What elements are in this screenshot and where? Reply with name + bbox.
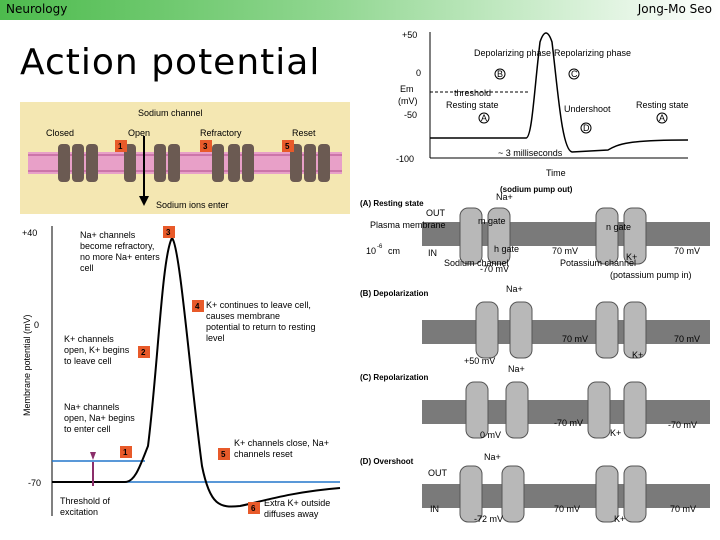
- state-open: Open: [128, 128, 150, 138]
- course-label: Neurology: [6, 2, 68, 16]
- svg-text:-6: -6: [377, 244, 383, 250]
- svg-text:(D) Overshoot: (D) Overshoot: [360, 457, 414, 466]
- svg-text:1: 1: [123, 448, 128, 457]
- svg-text:Repolarizing phase: Repolarizing phase: [554, 48, 631, 58]
- sodium-enter-caption: Sodium ions enter: [156, 200, 229, 210]
- svg-text:Resting state: Resting state: [636, 100, 689, 110]
- svg-text:(mV): (mV): [398, 96, 418, 106]
- svg-text:2: 2: [141, 348, 146, 357]
- step-3: 3: [203, 142, 208, 151]
- channel-reset: [290, 144, 330, 182]
- svg-text:-72 mV: -72 mV: [474, 514, 503, 524]
- step-1: 1: [118, 142, 123, 151]
- svg-text:m gate: m gate: [478, 216, 506, 226]
- svg-text:cm: cm: [388, 246, 400, 256]
- svg-text:3: 3: [166, 228, 171, 237]
- svg-text:threshold: threshold: [454, 88, 491, 98]
- svg-text:Na+: Na+: [496, 192, 513, 202]
- note-5: K+ channels close, Na+ channels reset: [234, 438, 330, 459]
- svg-text:K+: K+: [614, 514, 625, 524]
- channel-open: [124, 144, 180, 182]
- svg-text:70 mV: 70 mV: [674, 246, 700, 256]
- svg-text:-70 mV: -70 mV: [480, 264, 509, 274]
- svg-text:IN: IN: [428, 248, 437, 258]
- tick-0: 0: [34, 320, 39, 330]
- svg-text:Em: Em: [400, 84, 414, 94]
- svg-text:-70 mV: -70 mV: [668, 420, 697, 430]
- svg-text:D: D: [583, 123, 590, 133]
- author-label: Jong-Mo Seo: [637, 2, 712, 16]
- svg-text:C: C: [571, 69, 578, 79]
- svg-text:-100: -100: [396, 154, 414, 164]
- svg-text:OUT: OUT: [426, 208, 446, 218]
- note-3: Na+ channels become refractory, no more …: [80, 230, 160, 273]
- svg-text:Na+: Na+: [506, 284, 523, 294]
- svg-text:10: 10: [366, 246, 376, 256]
- tick-plus40: +40: [22, 228, 37, 238]
- svg-text:Depolarizing phase: Depolarizing phase: [474, 48, 551, 58]
- membrane-band: [28, 152, 342, 174]
- note-2: K+ channels open, K+ begins to leave cel…: [64, 334, 130, 366]
- note-4: K+ continues to leave cell, causes membr…: [206, 300, 316, 343]
- svg-text:4: 4: [195, 302, 200, 311]
- svg-text:A: A: [659, 113, 665, 123]
- step-5: 5: [285, 142, 290, 151]
- svg-text:70 mV: 70 mV: [552, 246, 578, 256]
- action-potential-graph: +40 0 -70 Membrane potential (mV) 3 Na+ …: [20, 216, 350, 524]
- state-closed: Closed: [46, 128, 74, 138]
- svg-text:IN: IN: [430, 504, 439, 514]
- svg-text:70 mV: 70 mV: [562, 334, 588, 344]
- svg-text:(potassium pump in): (potassium pump in): [610, 270, 692, 280]
- svg-text:K+: K+: [626, 252, 637, 262]
- svg-text:B: B: [497, 69, 503, 79]
- svg-text:Time: Time: [546, 168, 566, 178]
- svg-text:-70 mV: -70 mV: [554, 418, 583, 428]
- svg-text:Resting state: Resting state: [446, 100, 499, 110]
- slide-title: Action potential: [20, 42, 321, 83]
- phase-graph: +50 0 -50 -100 Em (mV) Depolarizing phas…: [368, 22, 710, 184]
- svg-text:Na+: Na+: [508, 364, 525, 374]
- channel-panel-title: Sodium channel: [138, 108, 203, 118]
- state-reset: Reset: [292, 128, 316, 138]
- state-refractory: Refractory: [200, 128, 242, 138]
- note-threshold: Threshold of excitation: [60, 496, 111, 517]
- svg-text:K+: K+: [610, 428, 621, 438]
- svg-text:Na+: Na+: [484, 452, 501, 462]
- svg-text:(C) Repolarization: (C) Repolarization: [360, 373, 429, 382]
- note-1: Na+ channels open, Na+ begins to enter c…: [64, 402, 135, 434]
- svg-text:+50: +50: [402, 30, 417, 40]
- header-bar: Neurology Jong-Mo Seo: [0, 0, 720, 20]
- svg-text:+50 mV: +50 mV: [464, 356, 495, 366]
- svg-text:-50: -50: [404, 110, 417, 120]
- channel-closed: [58, 144, 98, 182]
- svg-text:70 mV: 70 mV: [670, 504, 696, 514]
- svg-text:Potassium channel: Potassium channel: [560, 258, 636, 268]
- svg-text:6: 6: [251, 504, 256, 513]
- svg-text:h gate: h gate: [494, 244, 519, 254]
- phase-curve: [430, 32, 689, 153]
- svg-text:Undershoot: Undershoot: [564, 104, 611, 114]
- y-axis-label: Membrane potential (mV): [22, 314, 32, 416]
- svg-text:(sodium pump out): (sodium pump out): [500, 186, 573, 194]
- svg-text:(A) Resting state: (A) Resting state: [360, 199, 424, 208]
- ap-curve: [52, 236, 341, 508]
- svg-text:K+: K+: [632, 350, 643, 360]
- svg-text:n gate: n gate: [606, 222, 631, 232]
- svg-text:0: 0: [416, 68, 421, 78]
- svg-text:~ 3 milliseconds: ~ 3 milliseconds: [498, 148, 563, 158]
- svg-text:Plasma membrane: Plasma membrane: [370, 220, 446, 230]
- note-6: Extra K+ outside diffuses away: [264, 498, 331, 519]
- svg-text:70 mV: 70 mV: [554, 504, 580, 514]
- tick-minus70: -70: [28, 478, 41, 488]
- svg-text:(B) Depolarization: (B) Depolarization: [360, 289, 429, 298]
- svg-text:A: A: [481, 113, 487, 123]
- sodium-channel-figure: Sodium channel Closed Open Refractory Re…: [20, 102, 350, 214]
- svg-text:OUT: OUT: [428, 468, 448, 478]
- svg-text:70 mV: 70 mV: [674, 334, 700, 344]
- channel-refractory: [212, 144, 254, 182]
- svg-text:0 mV: 0 mV: [480, 430, 501, 440]
- svg-text:Sodium channel: Sodium channel: [444, 258, 509, 268]
- membrane-sequence: (sodium pump out) (A) Resting state OUT …: [356, 185, 710, 526]
- svg-text:5: 5: [221, 450, 226, 459]
